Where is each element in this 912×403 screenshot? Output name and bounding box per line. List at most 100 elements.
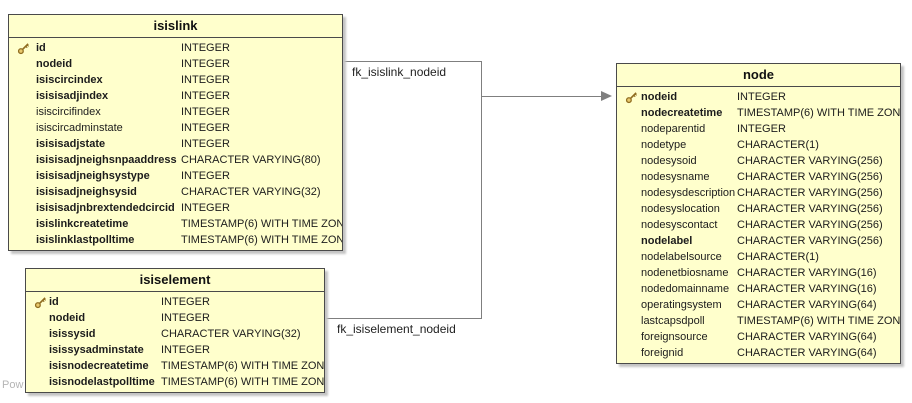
column-name: nodeparentid xyxy=(641,123,706,135)
table-row: isisnodelastpolltime TIMESTAMP(6) WITH TI… xyxy=(26,374,324,390)
column-type: TIMESTAMP(6) WITH TIME ZONE xyxy=(181,234,342,246)
table-title-node: node xyxy=(617,64,900,87)
column-type: CHARACTER VARYING(256) xyxy=(737,171,883,183)
key-icon xyxy=(17,42,30,54)
column-type: CHARACTER VARYING(32) xyxy=(181,186,321,198)
column-name: isiscircadminstate xyxy=(36,122,123,134)
column-name: nodetype xyxy=(641,139,687,151)
key-icon-spacer xyxy=(617,185,641,201)
column-type: INTEGER xyxy=(181,138,230,150)
table-title-isislink: isislink xyxy=(9,15,342,38)
key-icon-spacer xyxy=(617,297,641,313)
column-name: isisnodelastpolltime xyxy=(49,376,155,388)
column-type: TIMESTAMP(6) WITH TIME ZONE xyxy=(737,107,900,119)
column-type: CHARACTER VARYING(16) xyxy=(737,267,877,279)
key-icon-spacer xyxy=(617,217,641,233)
column-type: INTEGER xyxy=(181,90,230,102)
key-icon-spacer xyxy=(617,233,641,249)
column-name: isiscircifindex xyxy=(36,106,101,118)
column-name: isisisadjindex xyxy=(36,90,109,102)
column-name: nodeid xyxy=(36,58,73,70)
column-type: TIMESTAMP(6) WITH TIME ZONE xyxy=(181,218,342,230)
column-type: INTEGER xyxy=(737,91,786,103)
key-icon-spacer xyxy=(26,310,49,326)
column-name: isisisadjnbrextendedcircid xyxy=(36,202,175,214)
relation-label-fk-isislink-nodeid: fk_isislink_nodeid xyxy=(352,65,447,79)
column-name: id xyxy=(36,42,46,54)
column-name: nodedomainname xyxy=(641,283,730,295)
key-icon-spacer xyxy=(9,56,36,72)
column-type: CHARACTER VARYING(80) xyxy=(181,154,321,166)
key-icon-spacer xyxy=(9,72,36,88)
key-icon-spacer xyxy=(617,345,641,361)
primary-key-icon xyxy=(9,40,36,56)
key-icon xyxy=(34,296,47,308)
key-icon-spacer xyxy=(26,326,49,342)
key-icon-spacer xyxy=(9,184,36,200)
column-type: INTEGER xyxy=(181,58,230,70)
key-icon xyxy=(625,91,638,103)
primary-key-icon xyxy=(26,294,49,310)
column-name: nodesysdescription xyxy=(641,187,736,199)
column-name: isisisadjneighsystype xyxy=(36,170,150,182)
column-name: isislinkcreatetime xyxy=(36,218,129,230)
table-row: isisisadjneighsnpaaddress CHARACTER VARYI… xyxy=(9,152,342,168)
key-icon-spacer xyxy=(617,169,641,185)
table-row: isisisadjindex INTEGER xyxy=(9,88,342,104)
column-type: CHARACTER VARYING(256) xyxy=(737,219,883,231)
key-icon-spacer xyxy=(617,281,641,297)
column-type: TIMESTAMP(6) WITH TIME ZONE xyxy=(161,360,324,372)
table-row: nodenetbiosname CHARACTER VARYING(16) xyxy=(617,265,900,281)
key-icon-spacer xyxy=(617,137,641,153)
key-icon-spacer xyxy=(9,88,36,104)
column-type: INTEGER xyxy=(181,122,230,134)
column-type: INTEGER xyxy=(161,296,210,308)
column-type: CHARACTER VARYING(64) xyxy=(737,331,877,343)
key-icon-spacer xyxy=(9,152,36,168)
primary-key-icon xyxy=(617,89,641,105)
column-name: foreignsource xyxy=(641,331,708,343)
column-type: CHARACTER VARYING(256) xyxy=(737,155,883,167)
key-icon-spacer xyxy=(26,374,49,390)
column-name: nodelabelsource xyxy=(641,251,722,263)
relation-line-isiselement-horizontal xyxy=(325,318,481,319)
table-title-isiselement: isiselement xyxy=(26,269,324,292)
column-type: TIMESTAMP(6) WITH TIME ZONE xyxy=(161,376,324,388)
key-icon-spacer xyxy=(617,265,641,281)
column-name: isiscircindex xyxy=(36,74,103,86)
relation-label-fk-isiselement-nodeid: fk_isiselement_nodeid xyxy=(337,322,456,336)
key-icon-spacer xyxy=(9,104,36,120)
table-row: foreignsource CHARACTER VARYING(64) xyxy=(617,329,900,345)
column-type: INTEGER xyxy=(181,106,230,118)
table-row: nodeid INTEGER xyxy=(617,89,900,105)
column-name: isisisadjneighsnpaaddress xyxy=(36,154,177,166)
key-icon-spacer xyxy=(617,329,641,345)
key-icon-spacer xyxy=(617,201,641,217)
key-icon-spacer xyxy=(617,121,641,137)
column-name: nodenetbiosname xyxy=(641,267,729,279)
column-name: nodeid xyxy=(641,91,678,103)
